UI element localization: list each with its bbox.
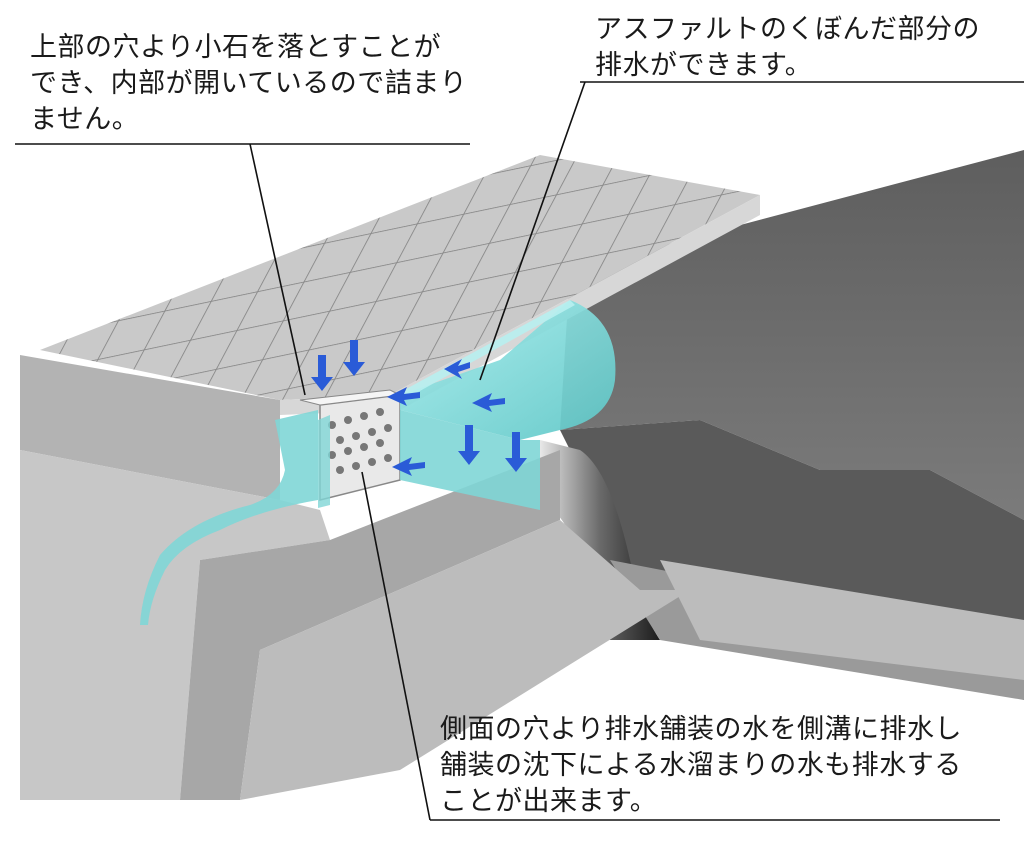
flow-arrows [311, 340, 527, 476]
callout-bottom: 側面の穴より排水舗装の水を側溝に排水し 舗装の沈下による水溜まりの水も排水する … [440, 712, 962, 820]
water-drain-inner [318, 415, 330, 508]
water-pool-edge [395, 300, 575, 402]
callout-top-left-line-1: 上部の穴より小石を落とすことが [30, 32, 442, 63]
callout-top-left: 上部の穴より小石を落とすことが でき、内部が開いているので詰まり ません。 [30, 30, 467, 138]
curb-lower-inner [180, 450, 560, 800]
callout-top-right: アスファルトのくぼんだ部分の 排水ができます。 [595, 12, 980, 84]
drain-holes [328, 408, 392, 474]
drain-box-side [319, 394, 401, 501]
top-right-leader [479, 81, 586, 381]
bottom-leader [361, 471, 431, 821]
arrow-left-3 [387, 387, 420, 406]
arrow-left-4 [392, 457, 425, 476]
arrow-left-2 [472, 393, 505, 412]
water-pool [400, 300, 616, 440]
water-spill [140, 410, 318, 625]
curb-front-face [20, 355, 280, 500]
gutter-floor-shade [660, 560, 1024, 680]
callout-top-right-line-1: アスファルトのくぼんだ部分の [595, 14, 980, 45]
curb-lower-body [20, 450, 330, 800]
curb-top-tiles [40, 155, 760, 400]
callout-bottom-line-3: ことが出来ます。 [440, 786, 658, 817]
curb-base [240, 520, 690, 800]
arrow-down-2 [343, 340, 365, 376]
callout-bottom-line-2: 舗装の沈下による水溜まりの水も排水する [440, 750, 962, 781]
callout-top-right-line-2: 排水ができます。 [595, 50, 813, 81]
callout-top-left-line-2: でき、内部が開いているので詰まり [30, 68, 468, 99]
arrow-down-4 [505, 432, 527, 472]
arrow-down-3 [458, 425, 480, 465]
callout-bottom-line-1: 側面の穴より排水舗装の水を側溝に排水し [440, 714, 962, 745]
callout-lines [15, 81, 1024, 821]
arrow-down-1 [311, 355, 333, 391]
top-left-leader [249, 143, 306, 396]
arrow-left-1 [444, 359, 470, 379]
callout-top-left-line-3: ません。 [30, 104, 140, 135]
